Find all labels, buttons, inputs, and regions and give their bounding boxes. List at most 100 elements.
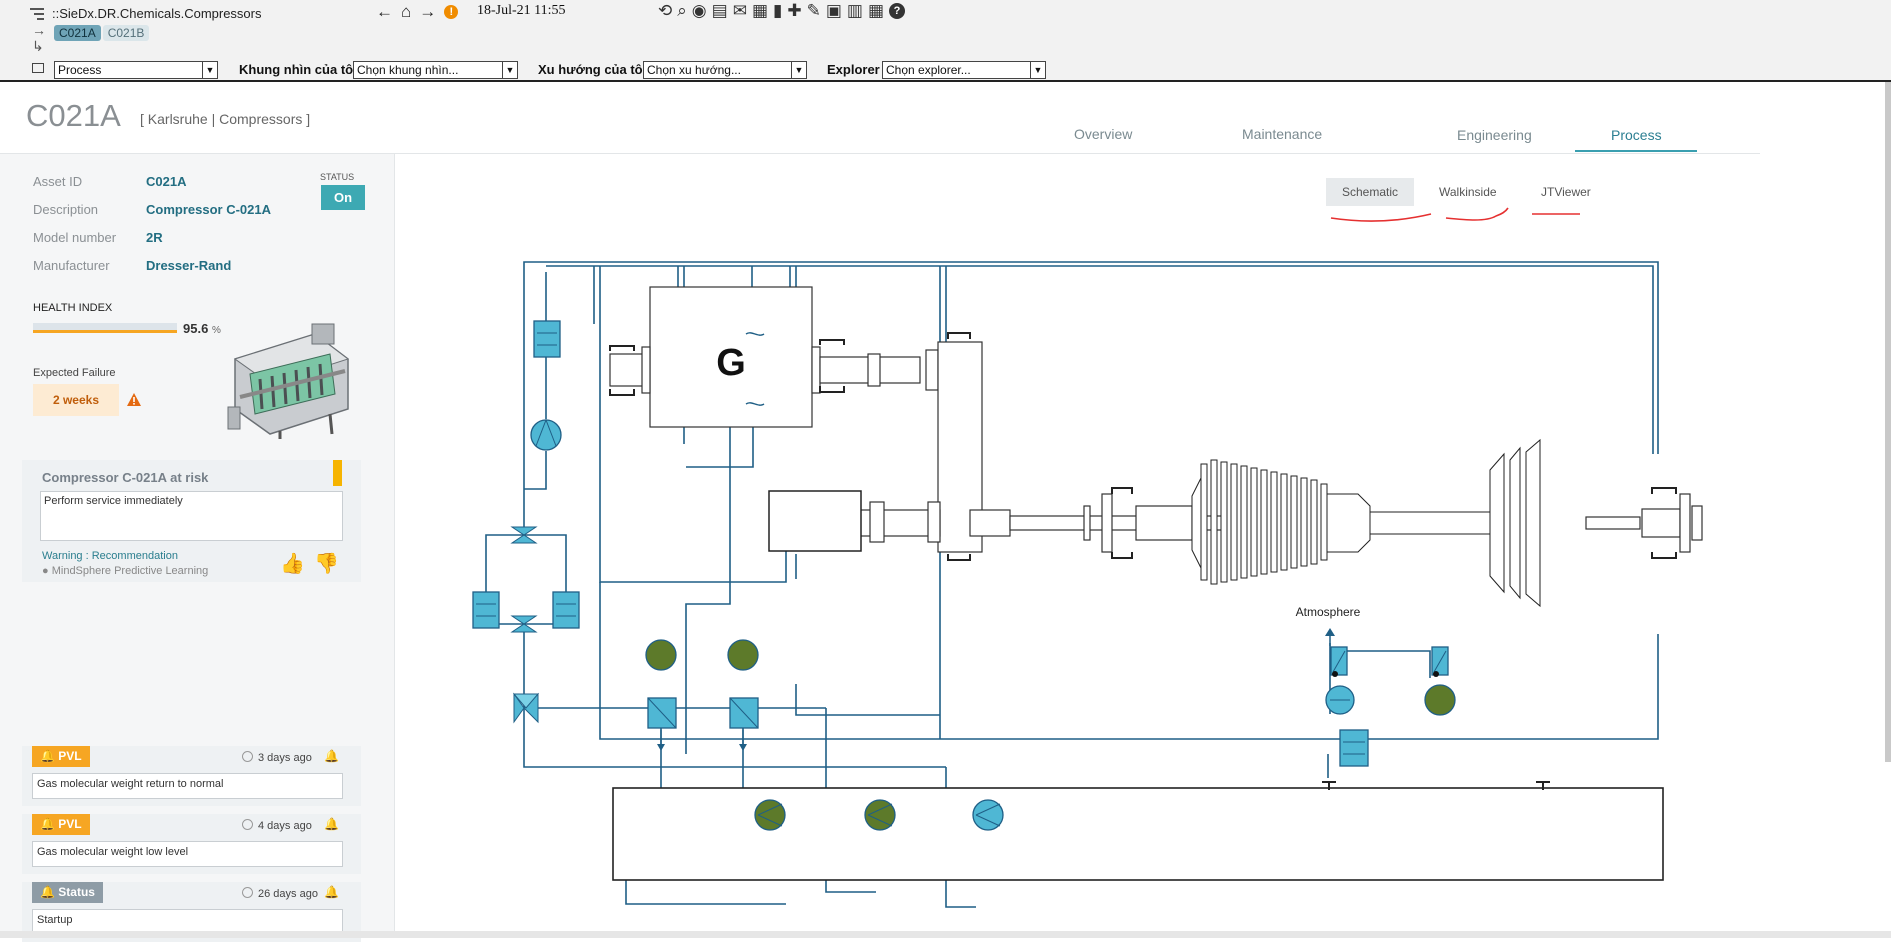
valve [510,623,538,633]
turbine-stage [1310,479,1318,565]
turbine-stage [1240,465,1248,579]
asset-info-panel: Asset ID C021A Description Compressor C-… [0,154,395,942]
valve [513,692,525,724]
turbine-stage [1210,459,1218,585]
risk-severity-flag [333,460,342,486]
asset-path-breadcrumb: ::SieDx.DR.Chemicals.Compressors [52,6,262,21]
turbine-stage [1280,473,1288,571]
thumb-up-icon[interactable]: 👍 [280,553,305,575]
valves [510,526,540,724]
notification-bell-icon[interactable]: 🔔 [324,817,339,831]
risk-recommendation-text[interactable]: Perform service immediately [40,491,343,541]
pump-mark [535,418,1350,701]
turbine-stage [1270,471,1278,573]
turbine-stage [1191,477,1202,569]
process-select[interactable]: Process▼ [54,61,218,79]
coupling [1101,493,1113,553]
steam-turbine [1191,438,1541,608]
event-badge: 🔔 PVL [32,814,90,835]
forward-arrow-icon[interactable]: → [32,22,46,38]
bearing [609,345,635,396]
crumb-c021b[interactable]: C021B [102,25,150,41]
my-views-select[interactable]: Chọn khung nhìn...▼ [353,61,518,79]
my-trends-label: Xu hướng của tôi [538,62,647,77]
tab-jtviewer[interactable]: JTViewer [1541,185,1591,199]
clock-icon [242,751,253,762]
event-badge: 🔔 Status [32,882,103,903]
tab-overview[interactable]: Overview [1074,126,1133,142]
valve [510,534,538,544]
pin-icon[interactable]: ✎ [806,1,821,20]
pump [972,799,1004,831]
tab-schematic[interactable]: Schematic [1326,178,1415,206]
add-icon[interactable]: ✚ [787,1,802,20]
health-index-label: HEALTH INDEX [33,302,113,314]
risk-source: ● MindSphere Predictive Learning [42,565,209,577]
turbine-stage [1300,477,1308,567]
coupling [641,346,651,394]
shaft [1585,516,1641,530]
print-icon[interactable]: ▤ [711,1,728,20]
thumb-down-icon[interactable]: 👎 [314,553,339,575]
alert-icon[interactable]: ! [444,5,459,19]
notification-bell-icon[interactable]: 🔔 [324,885,339,899]
green-vessel [645,639,677,671]
bearing [1651,487,1677,559]
hamburger-menu-icon[interactable] [30,5,44,23]
compressor-image [227,323,350,439]
tab-walkinside[interactable]: Walkinside [1439,185,1497,199]
coupling [811,346,821,394]
event-item[interactable]: 🔔 PVL 4 days ago 🔔 Gas molecular weight … [22,814,361,874]
vertical-scrollbar[interactable] [1885,82,1891,762]
location-icon[interactable]: ◉ [691,1,707,20]
schematic-panel: Schematic Walkinside JTViewer [396,154,1760,938]
help-icon[interactable]: ? [889,3,906,19]
forward-arrow-icon[interactable]: → [419,2,437,21]
device-icon[interactable]: ▮ [773,1,783,20]
refresh-icon[interactable]: ⟲ [658,1,673,20]
grid-icon[interactable]: ▦ [751,1,768,20]
apps-icon[interactable]: ▦ [867,1,885,20]
home-icon[interactable]: ⌂ [401,2,412,21]
select-all-checkbox[interactable] [32,63,44,73]
risk-warning-link[interactable]: Warning : Recommendation [42,550,178,562]
risk-card: Compressor C-021A at risk Perform servic… [22,460,361,582]
tab-engineering[interactable]: Engineering [1457,127,1532,143]
drain-arrows [657,744,747,751]
return-arrow-icon[interactable]: ↳ [32,38,44,54]
back-arrow-icon[interactable]: ← [376,2,393,21]
orifice-symbols [745,332,765,406]
turbine-stage [1509,446,1521,600]
bottom-scroll-strip [0,931,1891,938]
main-tabs: Overview Maintenance Engineering Process [1030,118,1760,154]
crumb-c021a[interactable]: C021A [54,25,101,41]
explorer-select[interactable]: Chọn explorer...▼ [882,61,1046,79]
shaft [969,509,1011,537]
coupling [1679,493,1691,553]
mail-icon[interactable]: ✉ [732,1,747,20]
turbine-stage [1320,483,1328,561]
green-pump [864,799,896,831]
notification-bell-icon[interactable]: 🔔 [324,749,339,763]
nav-icons: ← ⌂ → ! [376,2,459,22]
tab-process[interactable]: Process [1611,127,1662,143]
explorer-label: Explorer [827,62,880,77]
bar-chart-icon[interactable]: ▥ [846,1,863,20]
status-badge: On [321,185,365,210]
health-index-bar [33,323,177,333]
filter-instrument [552,591,580,629]
bearing [947,332,971,561]
tab-maintenance[interactable]: Maintenance [1242,126,1323,142]
bearing [819,339,845,393]
search-chart-icon[interactable]: ⌕ [677,1,687,20]
turbine-gear-drive [768,490,862,552]
top-toolbar: ::SieDx.DR.Chemicals.Compressors → C021A… [0,0,1891,82]
chevron-down-icon: ▼ [791,62,806,78]
my-trends-select[interactable]: Chọn xu hướng...▼ [643,61,807,79]
generator-label: G [716,342,746,384]
event-item[interactable]: 🔔 PVL 3 days ago 🔔 Gas molecular weight … [22,746,361,806]
turbine-stage [1260,469,1268,575]
model-number-value: 2R [146,230,163,245]
pump-marks [757,803,893,827]
layout-icon[interactable]: ▣ [825,1,842,20]
